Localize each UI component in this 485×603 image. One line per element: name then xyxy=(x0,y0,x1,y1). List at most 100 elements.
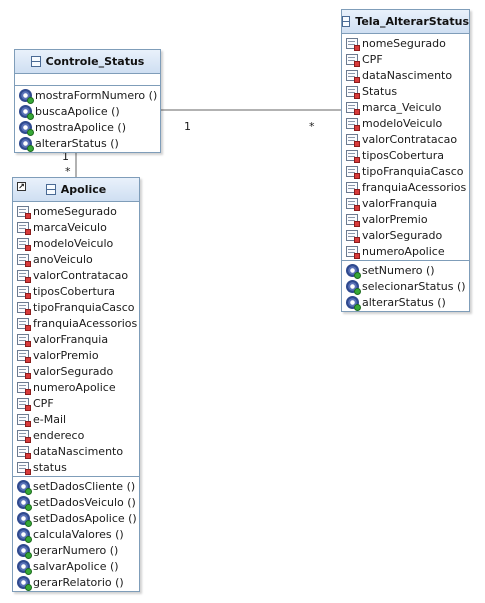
method-name: selecionarStatus () xyxy=(362,279,466,293)
method-row[interactable]: gerarRelatorio () xyxy=(13,574,139,591)
private-field-icon xyxy=(346,69,360,83)
attribute-name: dataNascimento xyxy=(362,68,453,82)
attribute-name: tiposCobertura xyxy=(362,148,445,162)
class-header[interactable]: ↗ Apolice xyxy=(13,178,139,202)
attribute-row[interactable]: valorSegurado xyxy=(342,227,469,243)
attribute-row[interactable]: tipoFranquiaCasco xyxy=(342,163,469,179)
attribute-name: tipoFranquiaCasco xyxy=(362,164,464,178)
attribute-row[interactable]: Status xyxy=(342,83,469,99)
method-name: buscaApolice () xyxy=(35,104,120,118)
attribute-name: numeroApolice xyxy=(33,380,116,394)
attribute-name: marca_Veiculo xyxy=(362,100,442,114)
private-field-icon xyxy=(17,381,31,395)
multiplicity-controle-tela-source: 1 xyxy=(184,120,191,133)
private-field-icon xyxy=(17,221,31,235)
attributes-section xyxy=(15,74,160,86)
method-row[interactable]: gerarNumero () xyxy=(13,542,139,559)
method-row[interactable]: calculaValores () xyxy=(13,526,139,543)
private-field-icon xyxy=(17,237,31,251)
class-icon xyxy=(45,184,56,195)
attribute-row[interactable]: CPF xyxy=(342,51,469,67)
attribute-name: valorContratacao xyxy=(362,132,458,146)
attribute-name: tipoFranquiaCasco xyxy=(33,300,135,314)
method-row[interactable]: buscaApolice () xyxy=(15,103,160,120)
method-row[interactable]: alterarStatus () xyxy=(342,294,469,311)
attribute-row[interactable]: tiposCobertura xyxy=(13,283,139,299)
attribute-row[interactable]: nomeSegurado xyxy=(342,35,469,51)
multiplicity-controle-tela-target: * xyxy=(309,120,315,133)
class-header[interactable]: Controle_Status xyxy=(15,50,160,74)
class-name: Tela_AlterarStatus xyxy=(355,15,469,28)
attribute-row[interactable]: e-Mail xyxy=(13,411,139,427)
public-method-icon xyxy=(346,279,361,295)
method-row[interactable]: setDadosCliente () xyxy=(13,478,139,495)
attribute-row[interactable]: tipoFranquiaCasco xyxy=(13,299,139,315)
private-field-icon xyxy=(17,253,31,267)
attribute-row[interactable]: numeroApolice xyxy=(13,379,139,395)
attribute-name: valorSegurado xyxy=(362,228,443,242)
public-method-icon xyxy=(19,88,34,104)
method-row[interactable]: salvarApolice () xyxy=(13,558,139,575)
method-name: mostraFormNumero () xyxy=(35,88,158,102)
attribute-name: franquiaAcessorios xyxy=(33,316,138,330)
attribute-row[interactable]: marcaVeiculo xyxy=(13,219,139,235)
private-field-icon xyxy=(346,165,360,179)
method-row[interactable]: setDadosVeiculo () xyxy=(13,494,139,511)
public-method-icon xyxy=(17,575,32,591)
attribute-row[interactable]: status xyxy=(13,459,139,475)
public-method-icon xyxy=(19,120,34,136)
attribute-name: marcaVeiculo xyxy=(33,220,107,234)
multiplicity-controle-apolice-source: 1 xyxy=(62,150,69,163)
expand-icon[interactable]: ↗ xyxy=(17,182,26,191)
attribute-name: nomeSegurado xyxy=(33,204,117,218)
attribute-row[interactable]: franquiaAcessorios xyxy=(342,179,469,195)
methods-section: setNumero ()selecionarStatus ()alterarSt… xyxy=(342,261,469,311)
method-row[interactable]: selecionarStatus () xyxy=(342,278,469,295)
attribute-row[interactable]: dataNascimento xyxy=(13,443,139,459)
method-row[interactable]: setDadosApolice () xyxy=(13,510,139,527)
private-field-icon xyxy=(346,245,360,259)
attribute-row[interactable]: valorPremio xyxy=(13,347,139,363)
private-field-icon xyxy=(17,349,31,363)
attribute-row[interactable]: anoVeiculo xyxy=(13,251,139,267)
method-row[interactable]: mostraApolice () xyxy=(15,119,160,136)
attribute-row[interactable]: valorPremio xyxy=(342,211,469,227)
attribute-row[interactable]: modeloVeiculo xyxy=(342,115,469,131)
method-name: gerarNumero () xyxy=(33,543,119,557)
attribute-row[interactable]: valorContratacao xyxy=(342,131,469,147)
private-field-icon xyxy=(346,213,360,227)
private-field-icon xyxy=(17,285,31,299)
attribute-row[interactable]: franquiaAcessorios xyxy=(13,315,139,331)
method-row[interactable]: setNumero () xyxy=(342,262,469,279)
attribute-row[interactable]: valorSegurado xyxy=(13,363,139,379)
method-row[interactable]: mostraFormNumero () xyxy=(15,87,160,104)
attribute-name: valorContratacao xyxy=(33,268,129,282)
attribute-row[interactable]: tiposCobertura xyxy=(342,147,469,163)
attribute-name: valorPremio xyxy=(33,348,99,362)
attribute-row[interactable]: modeloVeiculo xyxy=(13,235,139,251)
attribute-row[interactable]: CPF xyxy=(13,395,139,411)
attribute-row[interactable]: marca_Veiculo xyxy=(342,99,469,115)
attribute-row[interactable]: dataNascimento xyxy=(342,67,469,83)
method-name: gerarRelatorio () xyxy=(33,575,124,589)
private-field-icon xyxy=(346,117,360,131)
attribute-row[interactable]: valorFranquia xyxy=(342,195,469,211)
class-header[interactable]: Tela_AlterarStatus xyxy=(342,10,469,34)
attribute-row[interactable]: endereco xyxy=(13,427,139,443)
method-row[interactable]: alterarStatus () xyxy=(15,135,160,152)
public-method-icon xyxy=(17,479,32,495)
attribute-name: franquiaAcessorios xyxy=(362,180,467,194)
class-controle-status[interactable]: Controle_Status mostraFormNumero () busca… xyxy=(14,49,161,153)
attribute-row[interactable]: numeroApolice xyxy=(342,243,469,259)
attribute-row[interactable]: valorFranquia xyxy=(13,331,139,347)
method-name: setDadosCliente () xyxy=(33,479,136,493)
private-field-icon xyxy=(346,101,360,115)
private-field-icon xyxy=(346,149,360,163)
private-field-icon xyxy=(346,229,360,243)
methods-section: mostraFormNumero () buscaApolice ()mostra… xyxy=(15,86,160,152)
attribute-name: Status xyxy=(362,84,398,98)
attribute-row[interactable]: nomeSegurado xyxy=(13,203,139,219)
attribute-row[interactable]: valorContratacao xyxy=(13,267,139,283)
